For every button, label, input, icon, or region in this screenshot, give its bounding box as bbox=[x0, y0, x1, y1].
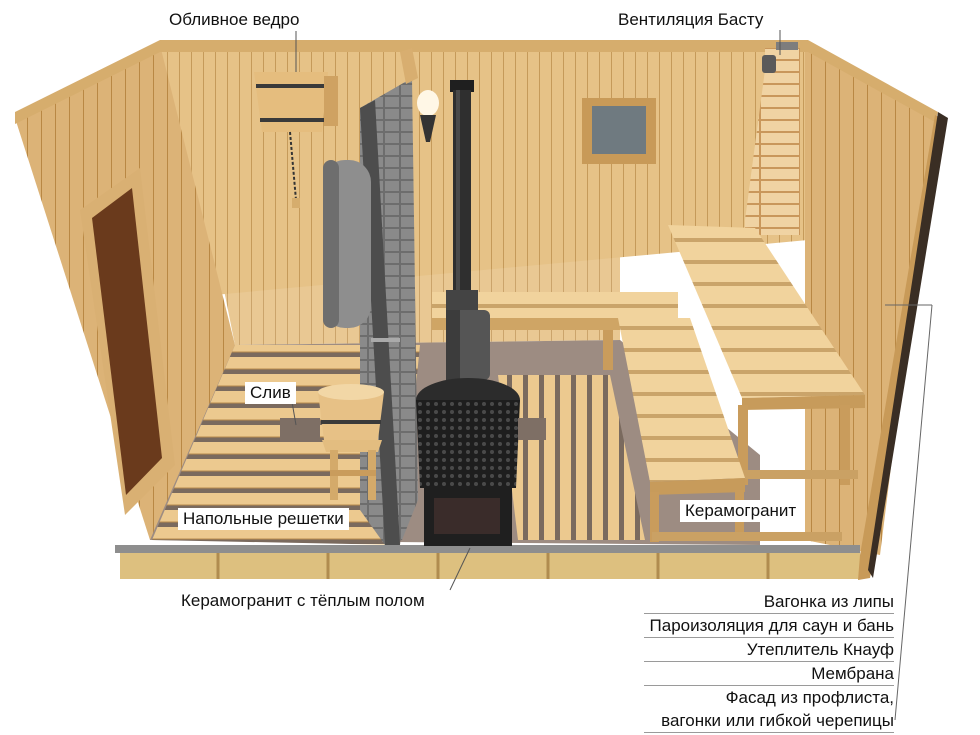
floor-bucket bbox=[318, 392, 384, 440]
wall-layer-1: Вагонка из липы bbox=[643, 590, 894, 614]
wall-layer-3: Утеплитель Кнауф bbox=[643, 638, 894, 662]
leader-drain bbox=[291, 401, 297, 426]
wall-layer-5: Фасад из профлиста, bbox=[725, 688, 894, 707]
drain-right bbox=[518, 418, 546, 440]
wall-layer-4: Мембрана bbox=[643, 662, 894, 686]
upper-bench-front bbox=[742, 395, 865, 410]
upper-bench-top bbox=[668, 225, 865, 398]
back-bench-top bbox=[432, 292, 678, 318]
back-bench-leg bbox=[603, 330, 613, 370]
chain-handle bbox=[292, 198, 300, 208]
window-glass bbox=[592, 106, 646, 154]
drain-left bbox=[280, 418, 320, 442]
water-tank-shade bbox=[323, 160, 339, 328]
stove-door-glass bbox=[434, 498, 500, 534]
wall-layer-2: Пароизоляция для саун и бань bbox=[643, 614, 894, 638]
vent-cap bbox=[776, 42, 798, 50]
leader-wall-layers bbox=[894, 304, 933, 721]
chimney-pipe-highlight bbox=[456, 90, 460, 290]
leader-heated-floor bbox=[449, 547, 471, 591]
wall-layers-list: Вагонка из липы Пароизоляция для саун и … bbox=[643, 590, 894, 733]
right-wall bbox=[805, 45, 935, 555]
bucket-hoop bbox=[321, 420, 381, 424]
partition-wood-strip bbox=[400, 48, 418, 84]
door bbox=[92, 188, 162, 495]
label-porcelain-heated: Керамогранит с тёплым полом bbox=[176, 590, 430, 612]
upper-bench-leg-2 bbox=[840, 405, 850, 485]
chimney-lower bbox=[446, 290, 478, 310]
chimney-cap bbox=[450, 80, 474, 92]
bench-base-rail bbox=[652, 532, 842, 541]
floor-grate-right bbox=[498, 375, 645, 540]
pour-bucket-hoop-2 bbox=[260, 118, 324, 122]
upper-bench-rail bbox=[730, 470, 858, 479]
stool-rail bbox=[330, 470, 376, 476]
lamp-holder bbox=[420, 115, 436, 142]
lower-bench-top bbox=[618, 318, 745, 482]
chimney-pipe bbox=[453, 90, 471, 290]
foundation bbox=[120, 553, 860, 579]
boiler-shade bbox=[446, 310, 460, 380]
lower-bench-leg-1 bbox=[650, 492, 659, 542]
upper-bench-leg-1 bbox=[738, 405, 748, 485]
stool-seat bbox=[322, 440, 382, 452]
label-porcelain: Керамогранит bbox=[680, 500, 802, 522]
label-pour-bucket: Обливное ведро bbox=[164, 9, 305, 31]
floor-bucket-rim bbox=[318, 384, 384, 400]
floor-slab bbox=[115, 545, 860, 553]
label-ventilation: Вентиляция Басту bbox=[613, 9, 769, 31]
lower-bench-front bbox=[650, 478, 745, 495]
label-drain: Слив bbox=[245, 382, 296, 404]
vent-unit bbox=[762, 55, 776, 73]
outer-right-dark-edge bbox=[868, 112, 948, 578]
pour-bucket-chain bbox=[289, 131, 297, 201]
pour-bucket-bracket bbox=[324, 76, 338, 126]
pour-bucket bbox=[254, 72, 328, 132]
pour-bucket-hoop-1 bbox=[256, 84, 326, 88]
wall-layer-6: вагонки или гибкой черепицы bbox=[643, 709, 894, 733]
brick-column bbox=[745, 48, 800, 235]
label-floor-grates: Напольные решетки bbox=[178, 508, 349, 530]
wall-lamp bbox=[417, 90, 439, 116]
stove-mesh bbox=[416, 400, 520, 488]
